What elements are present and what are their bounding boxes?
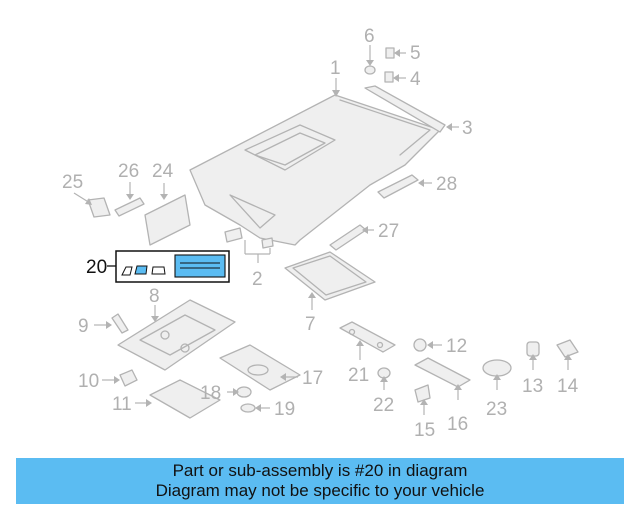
bracket-part-21[interactable]: [339, 321, 396, 353]
callout-16: 16: [447, 414, 468, 435]
plug-part-13[interactable]: [526, 341, 540, 357]
fastener-part-4[interactable]: [384, 71, 394, 83]
pad-part-17[interactable]: [219, 344, 301, 391]
button-part-18[interactable]: [236, 386, 252, 398]
grab-handle-part-28[interactable]: [377, 174, 419, 199]
callout-11: 11: [112, 394, 132, 415]
console-sub-assembly-part-20[interactable]: [115, 250, 230, 283]
callout-17: 17: [302, 368, 323, 389]
callout-15: 15: [414, 420, 435, 441]
callout-24: 24: [152, 161, 174, 182]
callout-19: 19: [274, 399, 295, 420]
callout-10: 10: [78, 371, 99, 392]
washer-part-19[interactable]: [240, 403, 256, 413]
info-banner: Part or sub-assembly is #20 in diagram D…: [16, 458, 624, 504]
clip-part-6[interactable]: [364, 65, 376, 75]
callout-26: 26: [118, 161, 139, 182]
callout-20: 20: [86, 257, 107, 278]
trim-panel-part-16[interactable]: [414, 357, 471, 388]
visor-clip-part-26[interactable]: [114, 197, 145, 217]
overhead-console-part-8[interactable]: [117, 299, 236, 371]
callout-4: 4: [410, 69, 421, 90]
callout-27: 27: [378, 221, 399, 242]
connector-part-10[interactable]: [119, 369, 138, 387]
lens-cover-part-11[interactable]: [149, 379, 221, 419]
clip-part-2[interactable]: [224, 227, 274, 249]
callout-7: 7: [305, 314, 316, 335]
parts-diagram: 1 3 6 5 4 28 27 24 26: [62, 26, 579, 441]
callout-5: 5: [410, 43, 421, 64]
callout-14: 14: [557, 376, 579, 397]
callout-1: 1: [330, 58, 341, 79]
callout-3: 3: [462, 118, 473, 139]
bracket-part-15[interactable]: [414, 384, 431, 403]
sun-visor-part-24[interactable]: [144, 194, 191, 246]
callout-18: 18: [200, 383, 221, 404]
callout-6: 6: [364, 26, 375, 47]
clip-part-9[interactable]: [111, 313, 129, 334]
callout-2: 2: [252, 269, 263, 290]
banner-line-2: Diagram may not be specific to your vehi…: [155, 481, 485, 500]
callout-9: 9: [78, 316, 89, 337]
callout-12: 12: [446, 336, 467, 357]
headliner-part-1[interactable]: [189, 94, 441, 246]
bracket-part-14[interactable]: [556, 339, 579, 358]
lamp-lens-part-23[interactable]: [482, 359, 512, 377]
clip-part-12[interactable]: [413, 338, 427, 352]
callout-25: 25: [62, 172, 83, 193]
fastener-part-5[interactable]: [385, 47, 395, 59]
callout-28: 28: [436, 174, 457, 195]
bracket-part-25[interactable]: [87, 197, 111, 218]
callout-21: 21: [348, 365, 369, 386]
banner-line-1: Part or sub-assembly is #20 in diagram: [172, 461, 468, 480]
callout-22: 22: [373, 395, 394, 416]
trim-strip-part-3[interactable]: [364, 85, 446, 133]
callout-13: 13: [522, 376, 543, 397]
grab-handle-part-27[interactable]: [329, 224, 367, 251]
callout-8: 8: [149, 286, 160, 307]
callout-23: 23: [486, 399, 507, 420]
sunroof-frame-part-7[interactable]: [284, 251, 376, 301]
